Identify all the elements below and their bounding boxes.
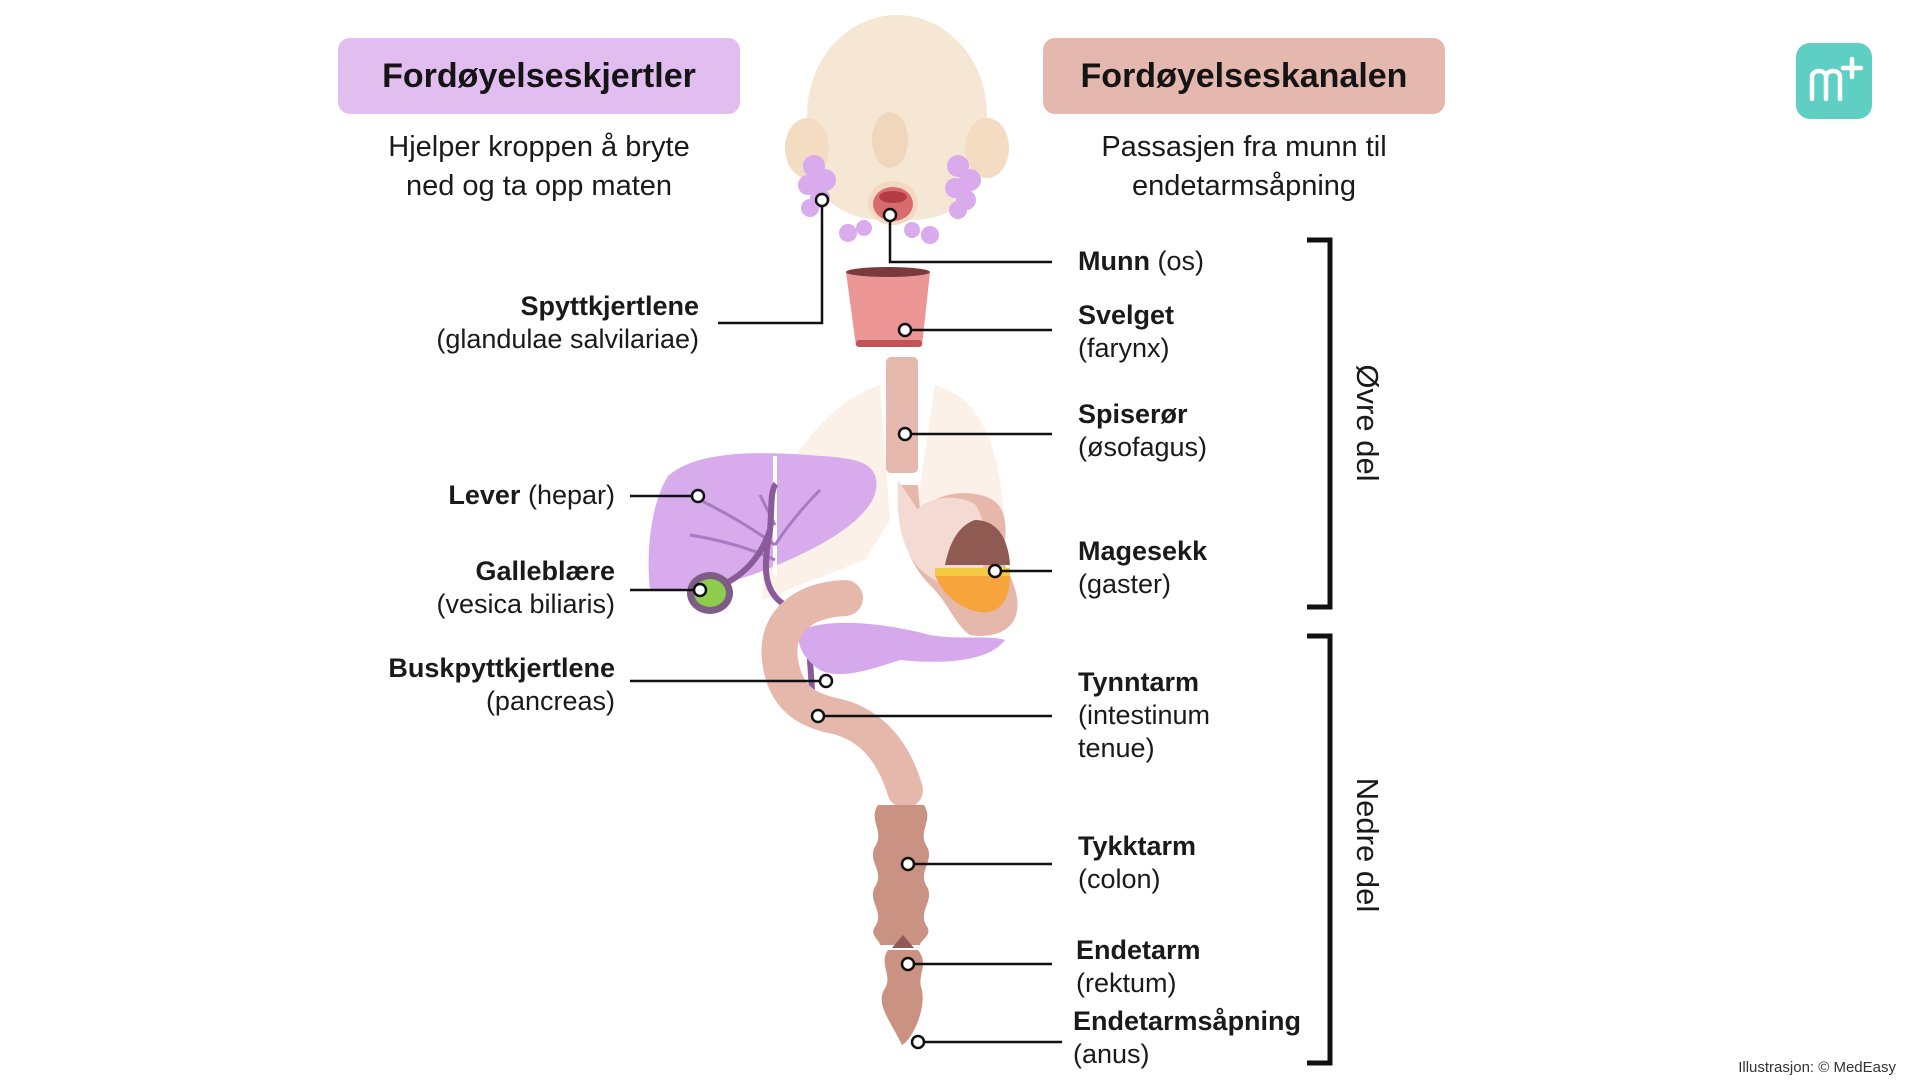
glands-description: Hjelper kroppen å bryte ned og ta opp ma… — [309, 128, 769, 206]
canal-latin: (gaster) — [1078, 569, 1172, 599]
canal-name: Endetarmsåpning — [1073, 1006, 1302, 1036]
head-illustration — [785, 15, 1009, 225]
label-tykktarm: Tykktarm (colon) — [1078, 830, 1196, 896]
canal-latin: tenue) — [1078, 733, 1155, 763]
label-tynntarm: Tynntarm (intestinum tenue) — [1078, 666, 1210, 765]
gland-name: Galleblære — [475, 556, 615, 586]
medeasy-logo — [1796, 43, 1872, 119]
logo-mark-icon — [1809, 56, 1864, 102]
gland-name: Spyttkjertlene — [520, 291, 699, 321]
label-buskpyttkjertlene: Buskpyttkjertlene (pancreas) — [388, 652, 615, 718]
canal-description-line: endetarmsåpning — [1131, 170, 1357, 202]
label-endetarmsapning: Endetarmsåpning (anus) — [1073, 1005, 1301, 1071]
large-intestine-illustration — [872, 805, 930, 945]
label-munn: Munn (os) — [1078, 245, 1204, 278]
line-spyttkjertlene — [718, 200, 824, 325]
connectors — [630, 200, 1062, 1044]
canal-header: Fordøyelseskanalen — [1043, 38, 1445, 114]
canal-description-line: Passasjen fra munn til — [1101, 131, 1387, 163]
gland-name: Buskpyttkjertlene — [388, 653, 615, 683]
gland-latin: (vesica biliaris) — [436, 589, 615, 619]
label-spiseror: Spiserør (øsofagus) — [1078, 398, 1207, 464]
connector-dots — [690, 192, 1003, 1050]
stomach-illustration — [897, 480, 1018, 636]
glands-header: Fordøyelseskjertler — [338, 38, 740, 114]
gland-name: Lever — [448, 480, 521, 510]
rectum-illustration — [881, 935, 924, 1045]
canal-name: Tynntarm — [1078, 667, 1200, 697]
glands-description-line: Hjelper kroppen å bryte — [388, 131, 690, 163]
pancreas-illustration — [798, 622, 1005, 675]
canal-latin: (øsofagus) — [1078, 432, 1208, 462]
gland-latin: (pancreas) — [485, 686, 615, 716]
label-endetarm: Endetarm (rektum) — [1076, 934, 1201, 1000]
canal-name: Endetarm — [1076, 935, 1201, 965]
image-credit: Illustrasjon: © MedEasy — [1738, 1059, 1896, 1076]
label-galleblaere: Galleblære (vesica biliaris) — [436, 555, 615, 621]
canal-name: Spiserør — [1078, 399, 1188, 429]
label-spyttkjertlene: Spyttkjertlene (glandulae salvilariae) — [436, 290, 699, 356]
canal-description: Passasjen fra munn til endetarmsåpning — [1014, 128, 1474, 206]
upper-section-bracket — [1307, 237, 1333, 610]
label-svelget: Svelget (farynx) — [1078, 299, 1174, 365]
canal-name: Munn — [1078, 246, 1150, 276]
small-intestine-illustration — [761, 580, 923, 808]
gland-latin: (hepar) — [527, 480, 615, 510]
canal-name: Magesekk — [1078, 536, 1208, 566]
lower-section-label: Nedre del — [1350, 777, 1385, 913]
canal-name: Tykktarm — [1078, 831, 1197, 861]
line-munn — [888, 215, 1052, 264]
label-magesekk: Magesekk (gaster) — [1078, 535, 1207, 601]
canal-latin: (colon) — [1078, 864, 1161, 894]
pharynx-illustration — [846, 267, 930, 347]
esophagus-illustration — [886, 357, 918, 473]
label-lever: Lever (hepar) — [448, 479, 615, 512]
canal-latin: (intestinum — [1078, 700, 1211, 730]
upper-section-label: Øvre del — [1350, 364, 1385, 482]
canal-latin: (farynx) — [1078, 333, 1170, 363]
canal-name: Svelget — [1078, 300, 1175, 330]
lower-section-bracket — [1307, 633, 1333, 1066]
gland-latin: (glandulae salvilariae) — [436, 324, 699, 354]
canal-latin: (rektum) — [1076, 968, 1177, 998]
liver-illustration — [648, 453, 877, 590]
canal-latin: (anus) — [1073, 1039, 1150, 1069]
glands-description-line: ned og ta opp maten — [405, 170, 673, 202]
canal-latin: (os) — [1157, 246, 1205, 276]
